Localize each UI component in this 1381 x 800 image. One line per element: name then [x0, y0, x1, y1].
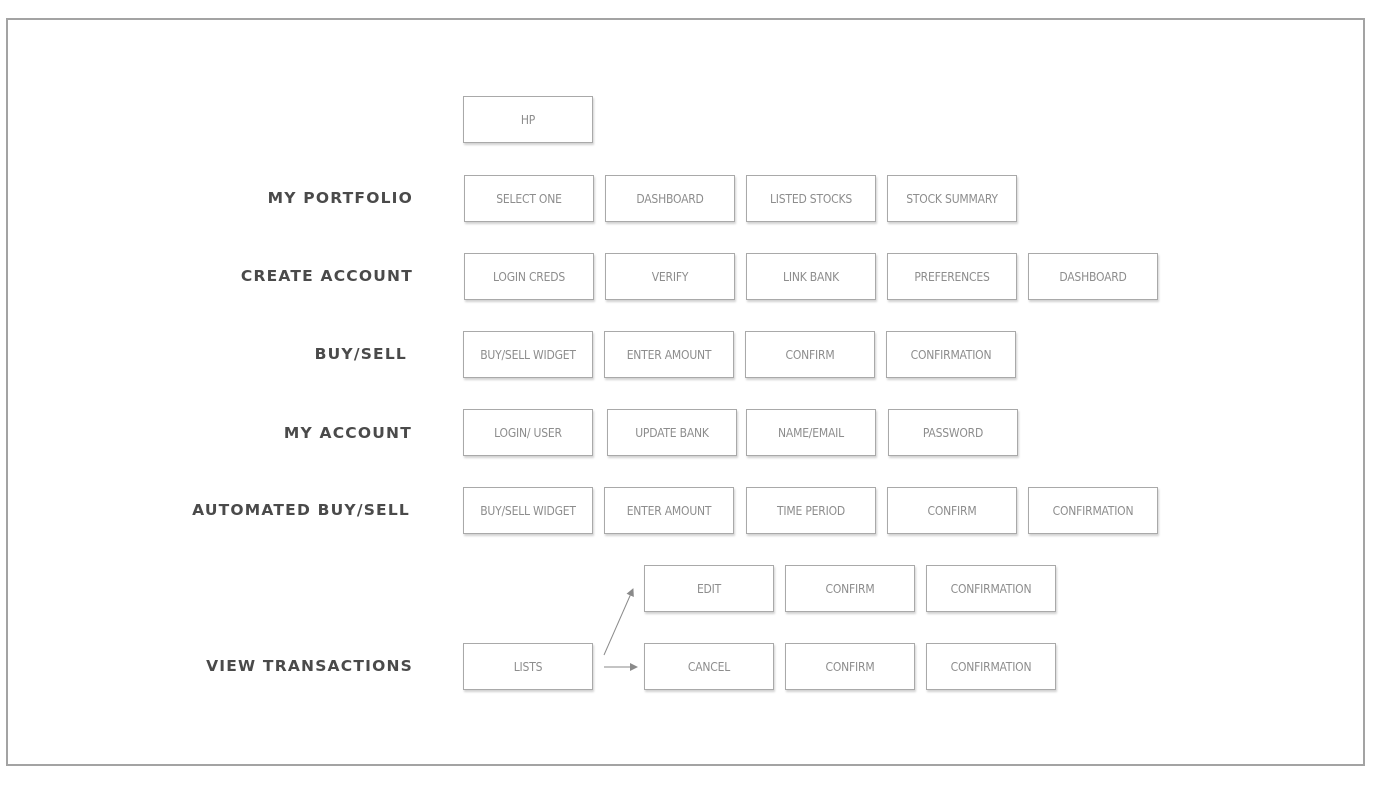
node-buy-sell-widget[interactable]: BUY/SELL WIDGET — [463, 487, 593, 534]
sitemap-frame — [6, 18, 1365, 766]
node-cancel[interactable]: CANCEL — [644, 643, 774, 690]
node-confirm[interactable]: CONFIRM — [887, 487, 1017, 534]
node-login-user[interactable]: LOGIN/ USER — [463, 409, 593, 456]
node-enter-amount[interactable]: ENTER AMOUNT — [604, 487, 734, 534]
node-name-email[interactable]: NAME/EMAIL — [746, 409, 876, 456]
node-buy-sell-widget[interactable]: BUY/SELL WIDGET — [463, 331, 593, 378]
node-dashboard[interactable]: DASHBOARD — [605, 175, 735, 222]
node-login-creds[interactable]: LOGIN CREDS — [464, 253, 594, 300]
node-hp[interactable]: HP — [463, 96, 593, 143]
node-listed-stocks[interactable]: LISTED STOCKS — [746, 175, 876, 222]
node-enter-amount[interactable]: ENTER AMOUNT — [604, 331, 734, 378]
row-label-buy-sell: BUY/SELL — [314, 345, 407, 363]
arrow-lists-to-edit — [603, 588, 634, 656]
node-preferences[interactable]: PREFERENCES — [887, 253, 1017, 300]
node-confirm[interactable]: CONFIRM — [785, 565, 915, 612]
row-label-my-account: MY ACCOUNT — [283, 424, 412, 442]
node-dashboard[interactable]: DASHBOARD — [1028, 253, 1158, 300]
node-confirmation[interactable]: CONFIRMATION — [926, 565, 1056, 612]
row-label-create-account: CREATE ACCOUNT — [240, 267, 413, 285]
node-confirmation[interactable]: CONFIRMATION — [1028, 487, 1158, 534]
node-time-period[interactable]: TIME PERIOD — [746, 487, 876, 534]
node-link-bank[interactable]: LINK BANK — [746, 253, 876, 300]
row-label-view-transactions: VIEW TRANSACTIONS — [206, 657, 413, 675]
node-verify[interactable]: VERIFY — [605, 253, 735, 300]
node-lists[interactable]: LISTS — [463, 643, 593, 690]
node-edit[interactable]: EDIT — [644, 565, 774, 612]
node-select-one[interactable]: SELECT ONE — [464, 175, 594, 222]
node-confirm[interactable]: CONFIRM — [745, 331, 875, 378]
row-label-automated-buy-sell: AUTOMATED BUY/SELL — [192, 501, 410, 519]
node-update-bank[interactable]: UPDATE BANK — [607, 409, 737, 456]
node-confirmation[interactable]: CONFIRMATION — [926, 643, 1056, 690]
node-stock-summary[interactable]: STOCK SUMMARY — [887, 175, 1017, 222]
node-password[interactable]: PASSWORD — [888, 409, 1018, 456]
node-confirmation[interactable]: CONFIRMATION — [886, 331, 1016, 378]
row-label-my-portfolio: MY PORTFOLIO — [267, 189, 413, 207]
node-confirm[interactable]: CONFIRM — [785, 643, 915, 690]
